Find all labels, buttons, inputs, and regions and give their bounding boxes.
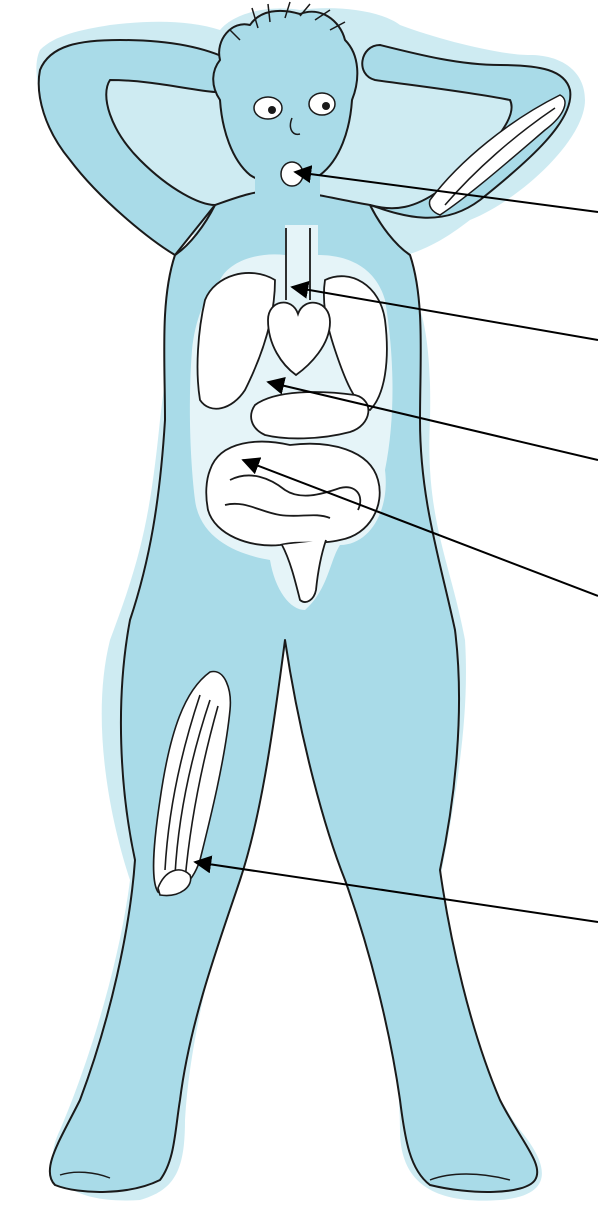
left-eye [254, 97, 282, 119]
mouth [281, 162, 303, 186]
right-eye [309, 93, 335, 115]
stomach [251, 392, 368, 438]
